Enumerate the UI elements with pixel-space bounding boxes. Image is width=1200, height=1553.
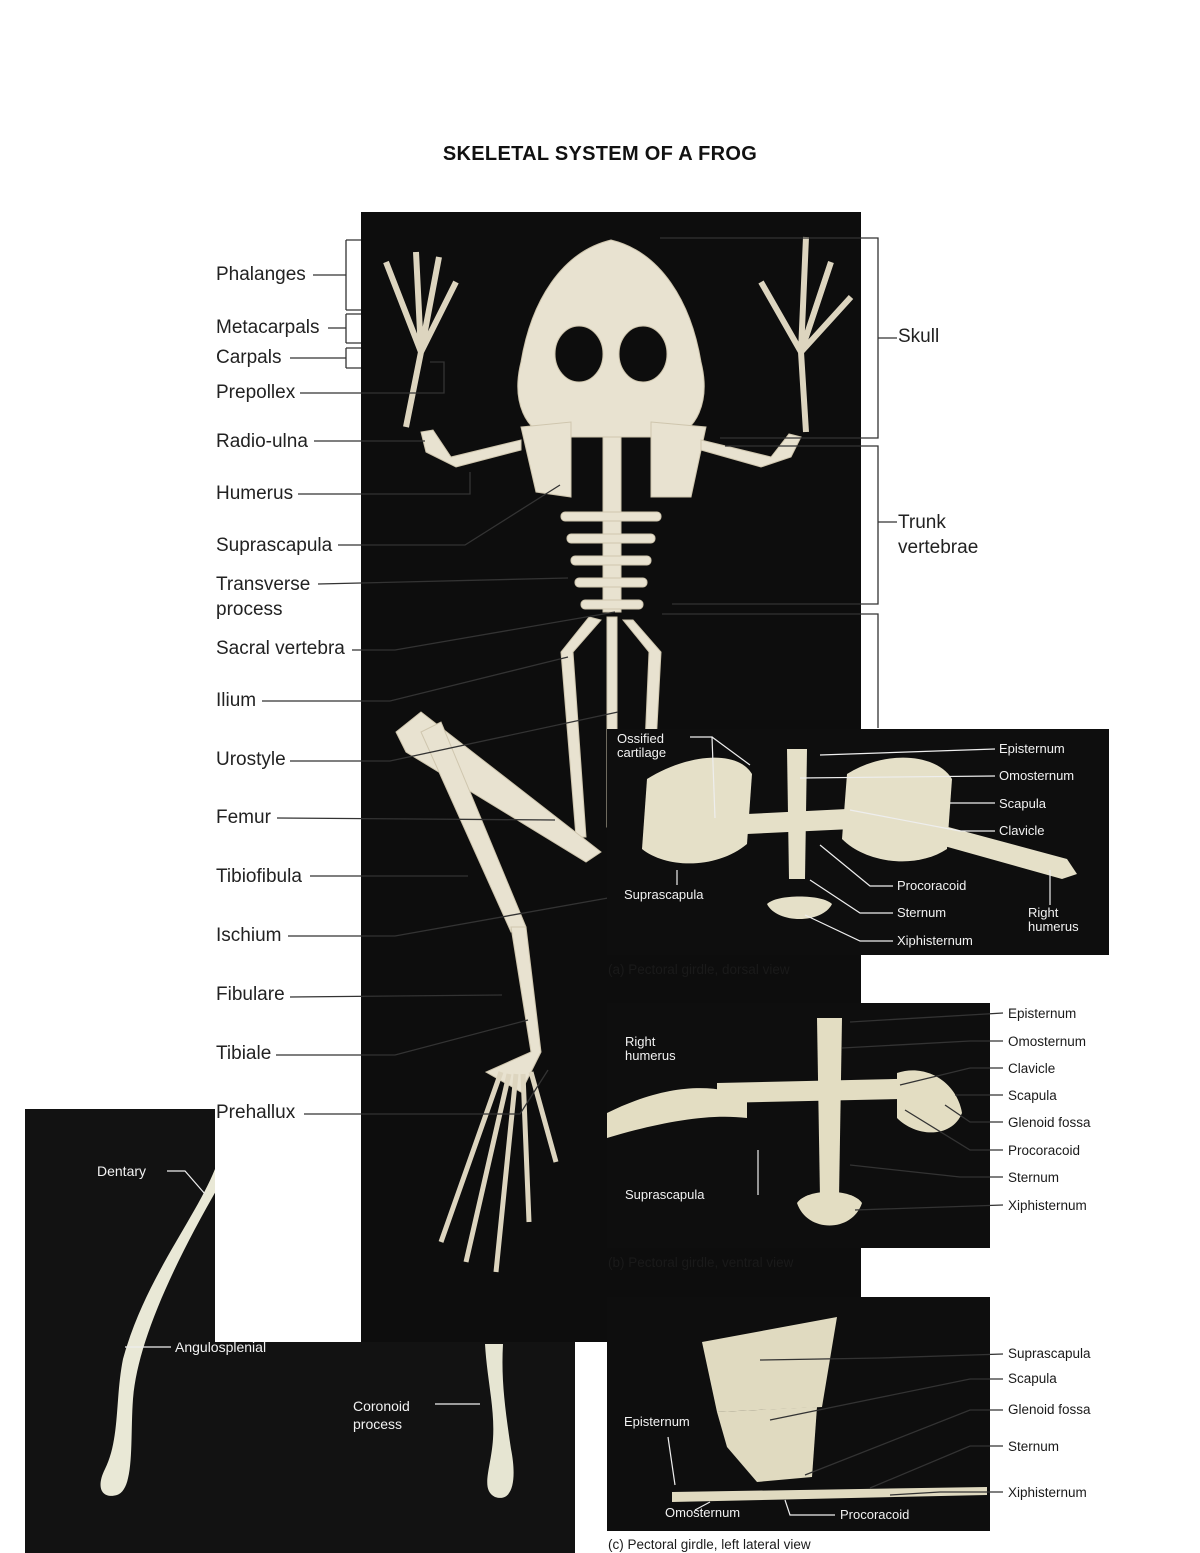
ventral-episternum-label: Episternum [1008,1006,1077,1021]
dorsal-clavicle-label: Clavicle [999,823,1045,838]
prepollex-label: Prepollex [216,382,296,403]
tibiofibula-label: Tibiofibula [216,866,302,887]
ventral-procoracoid-label: Procoracoid [1008,1143,1081,1158]
lateral-caption: (c) Pectoral girdle, left lateral view [608,1537,811,1552]
skull-label: Skull [898,326,940,347]
dorsal-sternum-label: Sternum [897,905,947,920]
sacral-vertebra-label: Sacral vertebra [216,638,345,659]
jaw-bones-illustration [100,1169,514,1498]
metacarpals-label: Metacarpals [216,317,320,338]
jaw-leader-lines [125,1170,480,1405]
lateral-glenoid-fossa-label: Glenoid fossa [1008,1402,1091,1417]
dentary-label: Dentary [97,1163,147,1179]
ventral-caption: (b) Pectoral girdle, ventral view [608,1255,794,1270]
lateral-sternum-label: Sternum [1008,1439,1060,1454]
frog-skeleton-illustration [383,236,854,1273]
coronoid-label: Coronoid process [353,1398,410,1432]
ventral-xiphisternum-label: Xiphisternum [1008,1198,1087,1213]
lateral-episternum-label: Episternum [624,1414,690,1429]
transverse-process-label: Transverse process [216,574,311,620]
pectoral-ventral-illustration [607,1018,962,1226]
lateral-omosternum-label: Omosternum [665,1505,741,1520]
ventral-glenoid-fossa-label: Glenoid fossa [1008,1115,1091,1130]
dorsal-scapula-label: Scapula [999,796,1046,811]
dorsal-right-humerus-label: Right humerus [1028,905,1079,934]
lateral-scapula-label: Scapula [1008,1371,1057,1386]
page-title: SKELETAL SYSTEM OF A FROG [442,143,758,165]
urostyle-label: Urostyle [216,749,286,770]
lateral-xiphisternum-label: Xiphisternum [1008,1485,1087,1500]
dorsal-procoracoid-label: Procoracoid [897,878,967,893]
suprascapula-label: Suprascapula [216,535,333,556]
phalanges-label: Phalanges [216,264,306,285]
fibulare-label: Fibulare [216,984,285,1005]
ventral-right-humerus-label: Right humerus [625,1034,676,1063]
femur-label: Femur [216,807,271,828]
ventral-scapula-label: Scapula [1008,1088,1057,1103]
humerus-label: Humerus [216,483,294,504]
dorsal-episternum-label: Episternum [999,741,1065,756]
ossified-cartilage-label: Ossified cartilage [617,731,667,760]
pectoral-lateral-illustration [672,1317,987,1502]
dorsal-suprascapula-label: Suprascapula [624,887,704,902]
ischium-label: Ischium [216,925,282,946]
ventral-omosternum-label: Omosternum [1008,1034,1087,1049]
ventral-suprascapula-label: Suprascapula [625,1187,705,1202]
lateral-procoracoid-label: Procoracoid [840,1507,910,1522]
dorsal-xiphisternum-label: Xiphisternum [897,933,973,948]
radio-ulna-label: Radio-ulna [216,431,308,452]
dorsal-caption: (a) Pectoral girdle, dorsal view [608,962,790,977]
ventral-sternum-label: Sternum [1008,1170,1060,1185]
ventral-clavicle-label: Clavicle [1008,1061,1056,1076]
lateral-suprascapula-label: Suprascapula [1008,1346,1091,1361]
trunk-vertebrae-label: Trunk vertebrae [898,512,979,558]
pectoral-dorsal-illustration [642,749,1077,919]
ilium-label: Ilium [216,690,257,711]
tibiale-label: Tibiale [216,1043,272,1064]
prehallux-label: Prehallux [216,1102,296,1123]
carpals-label: Carpals [216,347,282,368]
pectoral-dorsal-photo [607,729,1109,955]
angulosplenial-label: Angulosplenial [175,1339,267,1355]
dorsal-omosternum-label: Omosternum [999,768,1075,783]
label-column [215,212,361,1342]
